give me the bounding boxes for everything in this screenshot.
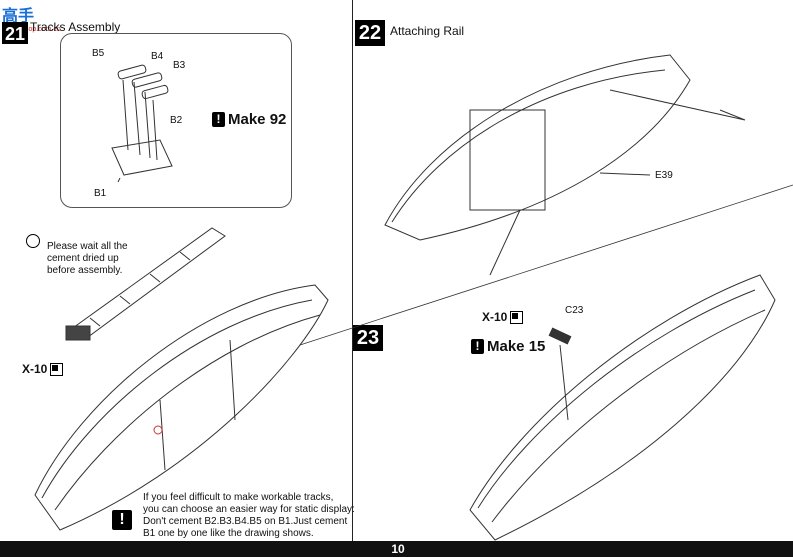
part-b5-label: B5 xyxy=(92,48,105,59)
part-b2-label: B2 xyxy=(170,115,183,126)
track-link-strip xyxy=(65,227,226,341)
part-c23-label: C23 xyxy=(565,305,584,316)
step-23-knife-note: X-10 xyxy=(482,310,524,324)
x10-label: X-10 xyxy=(22,362,48,376)
clock-icon xyxy=(26,234,40,248)
static-note-exclamation-icon: ! xyxy=(112,510,132,530)
exclamation-icon: ! xyxy=(471,339,484,354)
step-22-number: 22 xyxy=(355,20,385,46)
step-23-make-count: ! Make 15 xyxy=(471,338,545,355)
x10-label: X-10 xyxy=(482,310,508,324)
part-e39-label: E39 xyxy=(655,170,673,181)
part-b4-label: B4 xyxy=(151,51,164,62)
static-note-line-3: Don't cement B2.B3.B4.B5 on B1.Just ceme… xyxy=(143,516,348,527)
exclamation-icon: ! xyxy=(212,112,225,127)
logo-url: hobbyshop.com.cn xyxy=(2,26,61,33)
knife-icon xyxy=(510,310,524,324)
track-part-exploded xyxy=(111,64,173,183)
make-15-label: Make 15 xyxy=(487,338,546,355)
knife-icon xyxy=(50,362,64,376)
tank-hull-step23 xyxy=(469,274,776,541)
track-assembly-inset xyxy=(60,33,292,208)
wait-note-line-2: cement dried up xyxy=(47,253,119,264)
step-21-number: 21 xyxy=(2,22,28,44)
page-divider xyxy=(352,0,353,543)
watermark-logo: 高手 hobbyshop.com.cn xyxy=(2,2,61,33)
tank-hull-left xyxy=(34,284,329,531)
static-display-note: If you feel difficult to make workable t… xyxy=(143,492,355,540)
wait-note: Please wait all the cement dried up befo… xyxy=(47,241,128,277)
page-number: 10 xyxy=(391,542,405,556)
part-b3-label: B3 xyxy=(173,60,186,71)
logo-text: 高手 xyxy=(2,8,35,25)
step-22-title: Attaching Rail xyxy=(390,24,465,38)
wait-note-line-3: before assembly. xyxy=(47,265,123,276)
static-note-line-1: If you feel difficult to make workable t… xyxy=(143,492,334,503)
step-21-title: Tracks Assembly xyxy=(30,20,121,34)
static-note-line-2: you can choose an easier way for static … xyxy=(143,504,355,515)
tank-hull-step22 xyxy=(384,54,746,276)
part-b1-label: B1 xyxy=(94,188,107,199)
step-23-number: 23 xyxy=(353,325,383,351)
static-note-line-4: B1 one by one like the drawing shows. xyxy=(143,528,314,539)
section-line xyxy=(299,184,793,346)
step-21-knife-note: X-10 xyxy=(22,362,64,376)
wait-note-line-1: Please wait all the xyxy=(47,241,128,252)
make-92-label: Make 92 xyxy=(228,111,287,128)
step-21-make-count: ! Make 92 xyxy=(212,111,286,128)
footer-bar xyxy=(0,541,793,557)
